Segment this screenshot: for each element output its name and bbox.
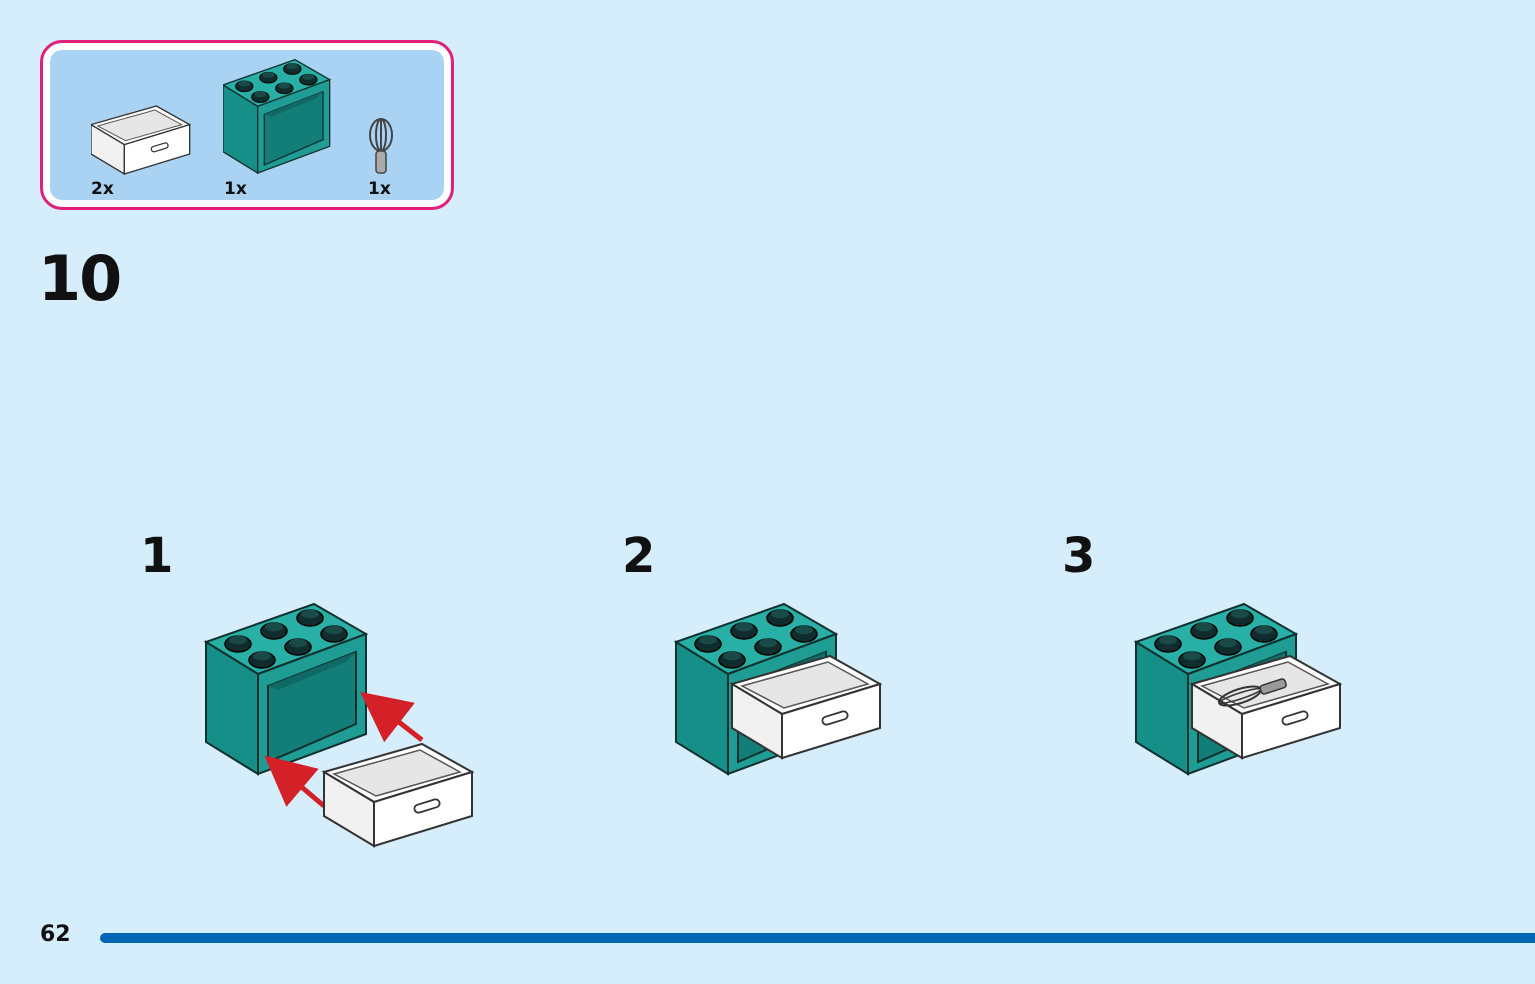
part-quantity: 1x <box>368 179 391 199</box>
parts-list-panel: 2x 1x 1x <box>40 40 454 210</box>
sub-step-label: 3 <box>1062 528 1096 584</box>
part-quantity: 2x <box>91 179 114 199</box>
whisk-in-drawer-icon <box>1217 678 1287 707</box>
drawer-part-icon <box>91 105 191 175</box>
page-number: 62 <box>40 922 71 947</box>
page-footer-rule <box>100 933 1535 943</box>
sub-step-1-illustration <box>205 603 473 847</box>
sub-step-3-illustration <box>1135 603 1341 775</box>
sub-step-label: 1 <box>140 528 174 584</box>
part-quantity: 1x <box>224 179 247 199</box>
sub-step-2-illustration <box>675 603 881 775</box>
whisk-part-icon <box>369 118 393 174</box>
cupboard-part-icon <box>223 59 331 174</box>
step-number: 10 <box>38 242 122 315</box>
sub-step-label: 2 <box>622 528 656 584</box>
